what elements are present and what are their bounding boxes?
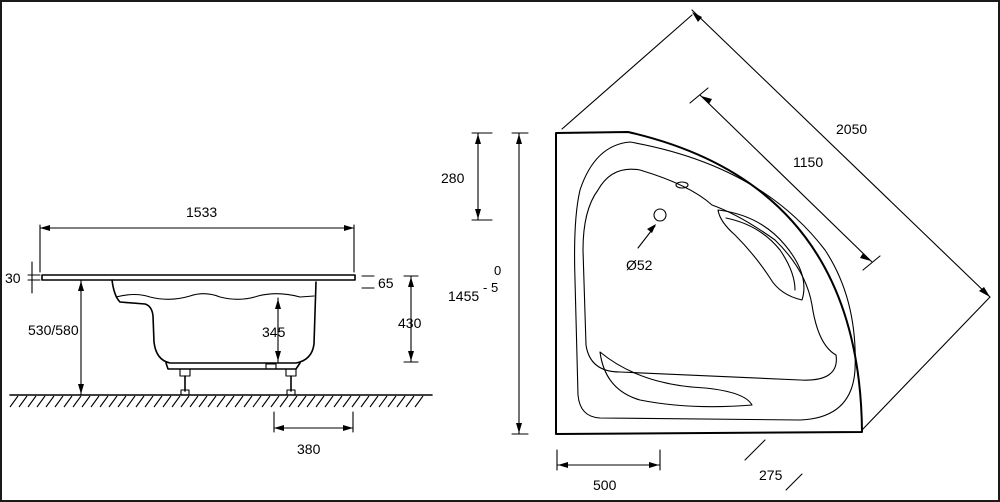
bath-rim: [41, 274, 356, 281]
hatch-line: [216, 395, 226, 408]
seat-curve: [599, 351, 753, 408]
hatch-line: [234, 395, 244, 408]
drain-leader: [637, 224, 656, 249]
hatch-line: [135, 395, 145, 408]
bath-base: [165, 362, 301, 370]
overflow-fitting: [675, 181, 689, 189]
side-view: 1533 30 530/580 345 65: [5, 204, 433, 457]
floor-hatching: [9, 395, 424, 408]
hatch-line: [378, 395, 388, 408]
armrest-inner: [725, 217, 796, 291]
hatch-line: [18, 395, 28, 408]
hatch-line: [108, 395, 118, 408]
hatch-line: [9, 395, 19, 408]
hatch-line: [297, 395, 307, 408]
dimension-front-offset: 275: [744, 439, 803, 491]
hatch-line: [153, 395, 163, 408]
hatch-line: [63, 395, 73, 408]
label-drain-diameter: Ø52: [626, 257, 653, 273]
drain-hole: [653, 208, 667, 222]
hatch-line: [414, 395, 424, 408]
basin-outer-edge: [574, 141, 856, 421]
hatch-line: [315, 395, 325, 408]
hatch-line: [306, 395, 316, 408]
label-500: 500: [593, 477, 617, 493]
hatch-line: [324, 395, 334, 408]
dimension-foot-spacing: 380: [273, 411, 354, 457]
hatch-line: [72, 395, 82, 408]
label-65: 65: [378, 275, 394, 291]
dimension-outer-diagonal: 2050: [561, 9, 991, 431]
corner-bath-outline: [555, 131, 863, 435]
dimension-rim-height: 30: [5, 261, 41, 294]
hatch-line: [36, 395, 46, 408]
left-foot: [179, 368, 191, 396]
hatch-line: [270, 395, 280, 408]
hatch-line: [162, 395, 172, 408]
basin-inner-edge: [582, 168, 837, 381]
hatch-line: [99, 395, 109, 408]
hatch-line: [342, 395, 352, 408]
label-30: 30: [5, 270, 21, 286]
dimension-height-floor-rim: 530/580: [28, 279, 84, 396]
label-275: 275: [759, 467, 783, 483]
bath-inner-edge: [115, 293, 315, 300]
hatch-line: [396, 395, 406, 408]
top-view: Ø52 2050 1150 280: [441, 9, 991, 493]
dimension-inner-depth: 345: [262, 297, 286, 363]
label-530-580: 530/580: [28, 322, 79, 338]
hatch-line: [333, 395, 343, 408]
hatch-line: [144, 395, 154, 408]
dimension-backrest-depth: 280: [441, 132, 493, 221]
label-tolerance-upper: 0: [494, 263, 501, 278]
hatch-line: [90, 395, 100, 408]
hatch-line: [207, 395, 217, 408]
hatch-line: [189, 395, 199, 408]
hatch-line: [81, 395, 91, 408]
hatch-line: [126, 395, 136, 408]
label-1150: 1150: [793, 154, 823, 170]
hatch-line: [360, 395, 370, 408]
label-tolerance-lower: - 5: [483, 280, 498, 295]
label-380: 380: [297, 441, 321, 457]
label-2050: 2050: [836, 121, 867, 137]
hatch-line: [243, 395, 253, 408]
hatch-line: [261, 395, 271, 408]
label-1533: 1533: [186, 204, 217, 220]
hatch-line: [180, 395, 190, 408]
label-280: 280: [441, 170, 465, 186]
right-foot: [285, 368, 297, 396]
bath-shell: [111, 279, 317, 364]
armrest-curve: [717, 209, 805, 301]
label-1455: 1455: [448, 288, 479, 304]
dimension-skirt-offset: 65: [361, 275, 394, 291]
hatch-line: [54, 395, 64, 408]
dimension-total-height: 430: [398, 275, 422, 363]
hatch-line: [27, 395, 37, 408]
hatch-line: [387, 395, 397, 408]
hatch-line: [198, 395, 208, 408]
hatch-line: [279, 395, 289, 408]
hatch-line: [225, 395, 235, 408]
hatch-line: [369, 395, 379, 408]
label-345: 345: [262, 324, 286, 340]
hatch-line: [171, 395, 181, 408]
dimension-overall-length: 1533: [39, 204, 355, 273]
hatch-line: [405, 395, 415, 408]
hatch-line: [117, 395, 127, 408]
hatch-line: [45, 395, 55, 408]
hatch-line: [288, 395, 298, 408]
label-430: 430: [398, 315, 422, 331]
dimension-side-length: 1455 0 - 5: [448, 132, 529, 435]
dimension-corner-offset: 500: [556, 449, 661, 493]
hatch-line: [252, 395, 262, 408]
hatch-line: [351, 395, 361, 408]
drain-fitting: [265, 363, 277, 370]
dimension-inner-diagonal: 1150: [689, 87, 881, 271]
